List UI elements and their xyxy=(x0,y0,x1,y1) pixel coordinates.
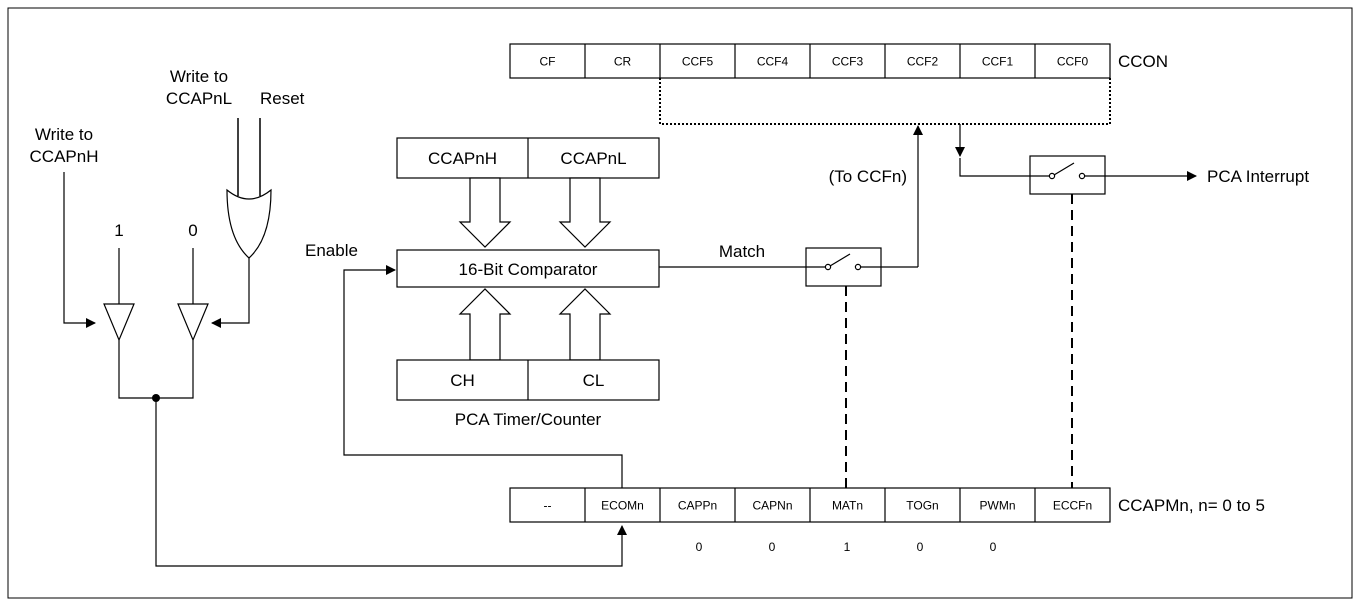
ccf-dotted-bracket xyxy=(659,78,1111,125)
interrupt-switch xyxy=(1029,155,1106,195)
ccapm-cell-capnn: CAPNn xyxy=(752,499,792,513)
timer-registers xyxy=(396,359,660,401)
or-gate xyxy=(226,188,272,259)
ch-to-comparator-arrow xyxy=(458,288,512,361)
to-ccfn-label: (To CCFn) xyxy=(829,167,907,186)
ccapm-label: CCAPMn, n= 0 to 5 xyxy=(1118,496,1265,515)
ccapnl-register: CCAPnL xyxy=(560,149,626,168)
timer-caption: PCA Timer/Counter xyxy=(455,410,602,429)
ccapm-value-matn: 1 xyxy=(844,540,851,554)
ccon-register: CF CR CCF5 CCF4 CCF3 CCF2 CCF1 CCF0 xyxy=(509,43,1111,79)
ecomn-set-line xyxy=(155,398,627,567)
ccapm-cell-togn: TOGn xyxy=(906,499,938,513)
tristate-buffer-one xyxy=(103,303,135,342)
enable-feedback-line xyxy=(343,265,623,488)
ccapm-value-cappn: 0 xyxy=(696,540,703,554)
ccapm-cell-eccfn: ECCFn xyxy=(1053,499,1092,513)
write-ccapnh-line1: Write to xyxy=(35,125,93,144)
enable-label: Enable xyxy=(305,241,358,260)
ch-register: CH xyxy=(450,371,475,390)
pca-interrupt-label: PCA Interrupt xyxy=(1207,167,1309,186)
ccapm-value-togn: 0 xyxy=(917,540,924,554)
interrupt-path-line xyxy=(959,158,1030,177)
write-ccapnh-line xyxy=(63,172,96,328)
write-ccapnl-line2: CCAPnL xyxy=(166,89,232,108)
input-one-label: 1 xyxy=(114,221,123,240)
ccapm-value-capnn: 0 xyxy=(769,540,776,554)
capture-registers xyxy=(396,137,660,179)
ccapm-cell-pwmn: PWMn xyxy=(980,499,1016,513)
ccon-cell-ccf4: CCF4 xyxy=(757,55,789,69)
ccon-cell-ccf0: CCF0 xyxy=(1057,55,1089,69)
ccapnh-to-comparator-arrow xyxy=(458,177,512,248)
cl-to-comparator-arrow xyxy=(558,288,612,361)
ccon-cell-cr: CR xyxy=(614,55,632,69)
match-switch xyxy=(805,247,882,287)
ccapm-cell-reserved: -- xyxy=(544,499,552,513)
outer-frame xyxy=(7,7,1353,599)
reset-label: Reset xyxy=(260,89,305,108)
comparator-box xyxy=(396,249,660,288)
ccapm-cell-cappn: CAPPn xyxy=(678,499,717,513)
ccapnl-to-comparator-arrow xyxy=(558,177,612,248)
ccon-cell-ccf3: CCF3 xyxy=(832,55,864,69)
ccon-cell-ccf1: CCF1 xyxy=(982,55,1014,69)
ccapm-register: -- ECOMn CAPPn CAPNn MATn TOGn PWMn ECCF… xyxy=(509,487,1111,523)
write-ccapnl-line1: Write to xyxy=(170,67,228,86)
ccon-cell-ccf2: CCF2 xyxy=(907,55,939,69)
ccapm-value-pwmn: 0 xyxy=(990,540,997,554)
ccapm-cell-ecomn: ECOMn xyxy=(601,499,644,513)
write-ccapnh-line2: CCAPnH xyxy=(30,147,99,166)
ccon-cell-cf: CF xyxy=(540,55,556,69)
ccon-cell-ccf5: CCF5 xyxy=(682,55,714,69)
buffer-merge-line xyxy=(118,340,194,399)
match-label: Match xyxy=(719,242,765,261)
cl-register: CL xyxy=(583,371,605,390)
tristate-buffer-zero xyxy=(177,303,209,342)
or-output-line xyxy=(211,258,250,328)
ccapm-cell-matn: MATn xyxy=(832,499,863,513)
comparator-label: 16-Bit Comparator xyxy=(459,260,598,279)
ccon-label: CCON xyxy=(1118,52,1168,71)
input-zero-label: 0 xyxy=(188,221,197,240)
ccapnh-register: CCAPnH xyxy=(428,149,497,168)
